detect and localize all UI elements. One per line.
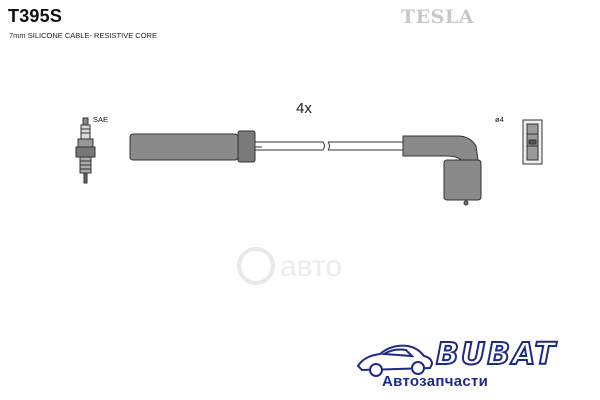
- terminal-size-label: ø4: [495, 115, 504, 124]
- dealer-logo-text: BUBAT: [436, 337, 557, 372]
- watermark-logo: авто: [237, 247, 342, 285]
- brand-logo: TESLA: [401, 6, 474, 28]
- cable: [255, 141, 405, 151]
- spark-plug-icon: [75, 117, 96, 184]
- dealer-logo: BUBAT: [356, 336, 557, 377]
- terminal-icon: [522, 119, 543, 165]
- angled-boot: [402, 135, 482, 206]
- quantity-label: 4x: [296, 100, 312, 117]
- dealer-tagline: Автозапчасти: [382, 373, 489, 390]
- plug-standard-label: SAE: [93, 115, 109, 124]
- watermark-text: авто: [280, 250, 342, 283]
- part-code: T395S: [8, 6, 63, 26]
- car-outline-icon: [356, 344, 434, 377]
- cable-description: 7mm SILICONE CABLE- RESISTIVE CORE: [9, 31, 157, 40]
- straight-boot: [129, 130, 262, 163]
